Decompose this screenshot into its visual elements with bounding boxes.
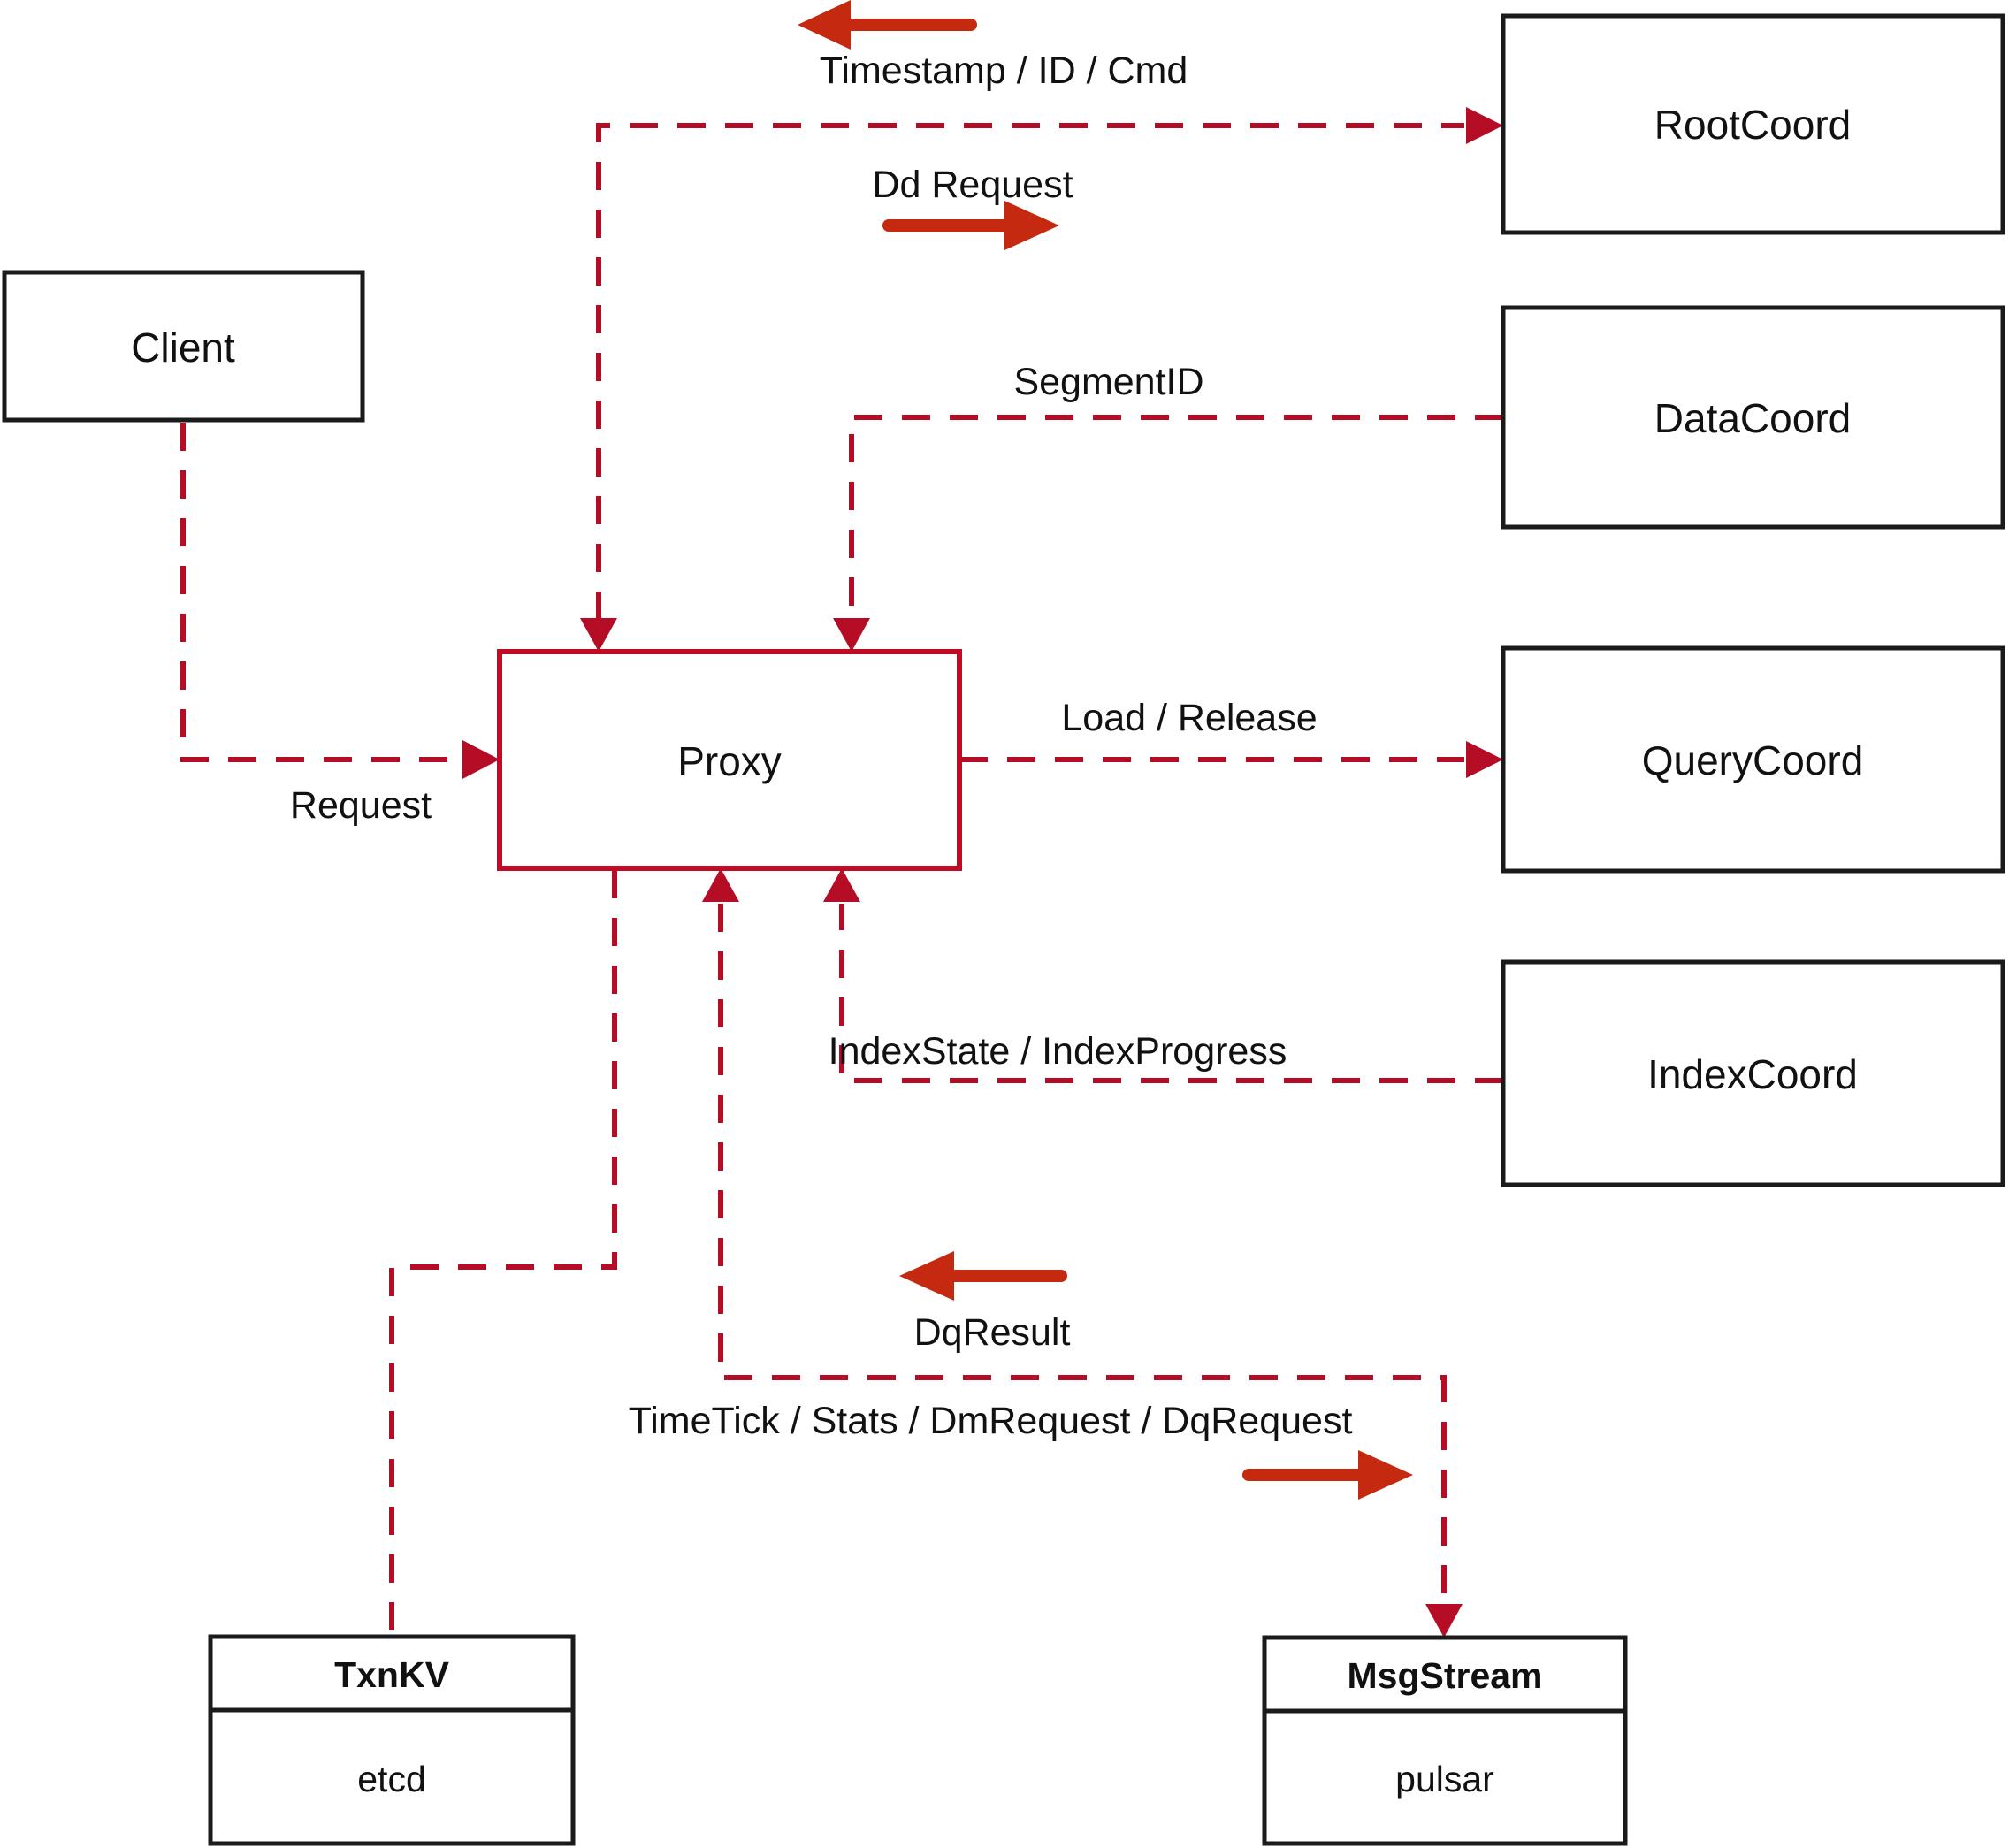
arrowhead-into-proxy-top-right bbox=[833, 618, 870, 652]
node-indexcoord-box bbox=[1501, 959, 2005, 1187]
node-txnkv: TxnKV etcd bbox=[208, 1634, 576, 1846]
node-rootcoord-label: RootCoord bbox=[1654, 102, 1851, 148]
node-datacoord-label: DataCoord bbox=[1654, 395, 1851, 441]
arrow-head bbox=[1358, 1450, 1413, 1500]
left-arrow-icon bbox=[899, 1251, 1067, 1301]
arrow-head bbox=[1004, 201, 1059, 250]
edge-datacoord-to-proxy bbox=[849, 415, 1503, 620]
node-client-box bbox=[2, 270, 365, 423]
node-proxy-box bbox=[497, 649, 962, 871]
right-arrow-icon bbox=[882, 201, 1059, 250]
node-proxy-label: Proxy bbox=[677, 738, 782, 784]
node-msgstream-title: MsgStream bbox=[1347, 1655, 1542, 1696]
edge-labels: Timestamp / ID / Cmd Dd Request SegmentI… bbox=[290, 50, 1353, 1442]
arrow-head bbox=[798, 0, 851, 50]
direction-arrows bbox=[798, 0, 1413, 1500]
node-datacoord-box bbox=[1501, 305, 2005, 530]
arrowhead-into-rootcoord bbox=[1466, 107, 1503, 144]
node-msgstream-impl: pulsar bbox=[1395, 1759, 1494, 1799]
node-txnkv-impl: etcd bbox=[357, 1759, 426, 1799]
edge-proxy-txnkv bbox=[389, 870, 617, 1635]
arrowhead-into-proxy-bottom-right bbox=[823, 868, 860, 902]
arrowhead-into-msgstream bbox=[1425, 1604, 1463, 1638]
left-arrow-icon bbox=[798, 0, 977, 50]
label-index-state: IndexState / IndexProgress bbox=[829, 1030, 1287, 1073]
label-timestamp-id-cmd: Timestamp / ID / Cmd bbox=[820, 50, 1188, 92]
node-txnkv-box bbox=[208, 1634, 576, 1846]
right-arrow-icon bbox=[1242, 1450, 1413, 1500]
node-txnkv-title: TxnKV bbox=[334, 1654, 450, 1695]
node-querycoord-label: QueryCoord bbox=[1642, 737, 1864, 783]
arrowhead-into-proxy-bottom-left bbox=[702, 868, 739, 902]
label-segment-id: SegmentID bbox=[1013, 361, 1203, 403]
node-querycoord-box bbox=[1501, 645, 2005, 874]
label-load-release: Load / Release bbox=[1061, 697, 1317, 739]
arrowhead-into-proxy-top-left bbox=[580, 618, 617, 652]
node-rootcoord-box bbox=[1501, 13, 2005, 235]
label-dq-result: DqResult bbox=[914, 1311, 1071, 1354]
node-msgstream-box bbox=[1262, 1635, 1628, 1846]
edge-proxy-msgstream bbox=[718, 904, 1447, 1602]
node-indexcoord-label: IndexCoord bbox=[1647, 1051, 1858, 1097]
edge-client-to-proxy bbox=[180, 423, 461, 762]
nodes: Client Proxy RootCoord DataCoord QueryCo… bbox=[2, 13, 2005, 1846]
node-client-label: Client bbox=[131, 325, 235, 370]
edges bbox=[180, 107, 1503, 1638]
node-msgstream: MsgStream pulsar bbox=[1262, 1635, 1628, 1846]
arrow-head bbox=[899, 1251, 954, 1301]
label-dd-request: Dd Request bbox=[872, 164, 1073, 206]
arrowhead-into-querycoord bbox=[1466, 741, 1503, 778]
label-request: Request bbox=[290, 784, 432, 827]
edge-proxy-rootcoord bbox=[596, 123, 1464, 620]
edge-indexcoord-to-proxy bbox=[839, 904, 1503, 1083]
label-time-tick: TimeTick / Stats / DmRequest / DqRequest bbox=[629, 1400, 1353, 1442]
arrowhead-into-proxy-left bbox=[462, 740, 500, 779]
